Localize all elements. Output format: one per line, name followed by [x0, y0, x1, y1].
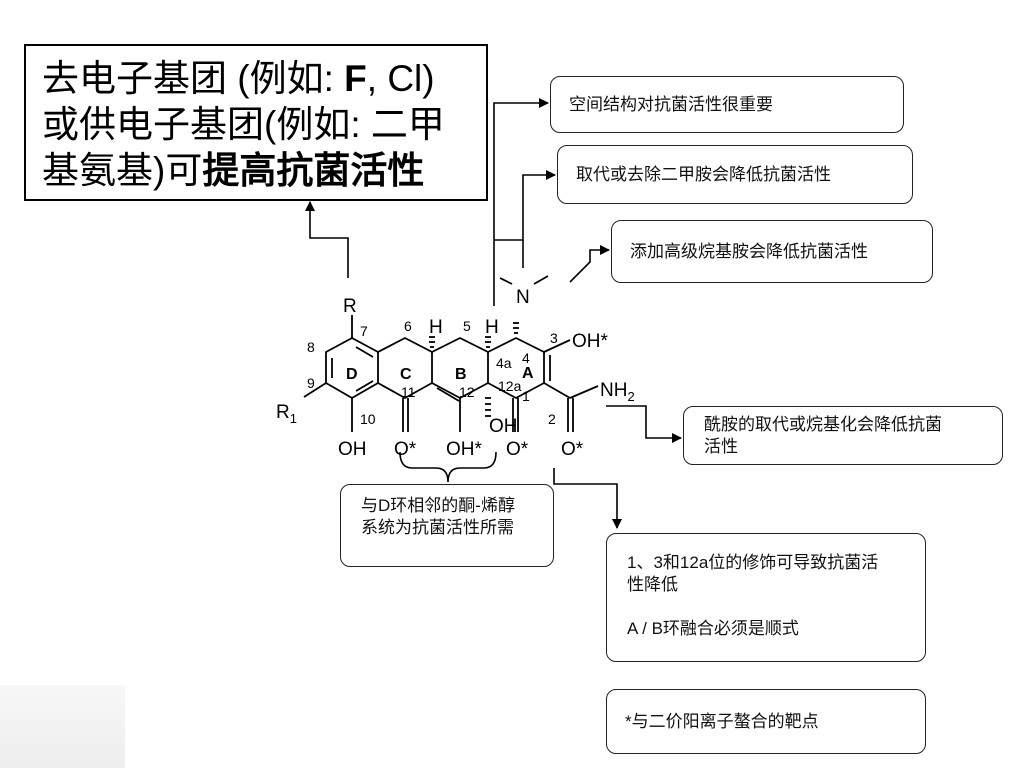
label-NH2: NH2	[600, 380, 635, 404]
label-O-amide: O*	[561, 439, 584, 460]
ring-label-A: A	[522, 365, 534, 382]
label-N: N	[516, 287, 530, 308]
label-O-11: O*	[394, 439, 417, 460]
background-shade	[0, 685, 125, 768]
position-5: 5	[463, 318, 471, 334]
ring-a	[487, 337, 545, 399]
label-R: R	[343, 296, 357, 317]
arrow-to-spatial	[493, 98, 549, 306]
label-O-1: O*	[506, 439, 529, 460]
position-4a: 4a	[496, 355, 512, 371]
annotation-dimethylamine: 取代或去除二甲胺会降低抗菌活性	[557, 145, 913, 204]
arrow-to-dimethylamine	[494, 170, 556, 241]
arrow-to-alkylamine	[569, 245, 610, 283]
label-OH-3: OH*	[572, 331, 609, 352]
title-line-2: 或供电子基团(例如: 二甲	[42, 104, 445, 145]
position-7: 7	[360, 323, 368, 339]
position-6: 6	[404, 318, 412, 334]
position-8: 8	[307, 339, 315, 355]
position-9: 9	[307, 375, 315, 391]
label-OH-12: OH*	[446, 439, 483, 460]
arrow-to-modifications	[553, 468, 622, 529]
annotation-chelation-target: *与二价阳离子螯合的靶点	[606, 689, 926, 754]
ring-b	[431, 337, 489, 399]
annotation-spatial-structure: 空间结构对抗菌活性很重要	[550, 76, 904, 133]
label-H-5a: H	[429, 317, 443, 338]
title-box: 去电子基团 (例如: F, Cl) 或供电子基团(例如: 二甲 基氨基)可提高抗…	[24, 44, 488, 201]
position-11: 11	[401, 384, 416, 400]
ring-label-B: B	[455, 366, 467, 383]
ring-label-D: D	[346, 366, 358, 383]
annotation-amide: 酰胺的取代或烷基化会降低抗菌活性	[683, 406, 1003, 465]
position-12: 12	[459, 384, 475, 400]
position-2: 2	[548, 411, 556, 427]
ring-c	[377, 337, 433, 399]
position-1: 1	[522, 388, 530, 404]
annotation-keto-enol: 与D环相邻的酮-烯醇系统为抗菌活性所需	[340, 484, 554, 567]
position-12a: 12a	[498, 378, 522, 394]
position-3: 3	[550, 330, 558, 346]
position-10: 10	[360, 411, 376, 427]
molecule-skeleton	[303, 275, 599, 432]
title-line-3: 基氨基)可提高抗菌活性	[42, 150, 425, 191]
arrow-to-title	[305, 201, 349, 278]
label-OH-10: OH	[338, 439, 367, 460]
brace-keto-enol	[399, 451, 497, 483]
label-R1: R1	[276, 402, 297, 426]
title-line-1: 去电子基团 (例如: F, Cl)	[42, 58, 435, 99]
annotation-alkylamine: 添加高级烷基胺会降低抗菌活性	[611, 220, 933, 283]
stereo-hashes	[429, 322, 519, 417]
position-4: 4	[522, 350, 530, 366]
label-H-4a: H	[485, 317, 499, 338]
ring-label-C: C	[400, 366, 412, 383]
annotation-modifications: 1、3和12a位的修饰可导致抗菌活性降低 A / B环融合必须是顺式	[606, 533, 926, 662]
arrow-to-amide	[606, 405, 682, 443]
label-OH-12a: OH	[489, 416, 518, 437]
